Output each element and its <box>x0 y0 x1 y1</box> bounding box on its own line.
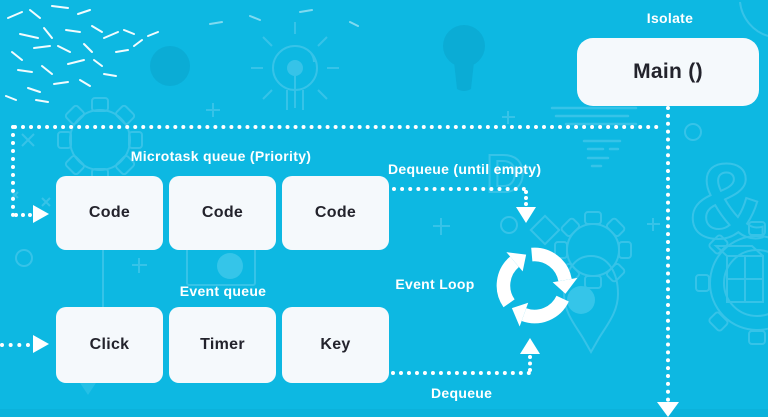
ampersand-decor: & <box>688 140 766 261</box>
plus-icon <box>206 103 220 117</box>
arrowhead-into-microtask <box>33 205 49 223</box>
flow-line-into-event-queue <box>0 343 30 347</box>
solid-lightbulb-decor <box>443 25 485 91</box>
microtask-item: Code <box>282 176 389 250</box>
arrowhead-to-event-loop-bottom <box>520 338 540 354</box>
plus-icon <box>132 258 147 273</box>
microtask-item: Code <box>56 176 163 250</box>
flow-line-main-down <box>666 106 670 402</box>
scratch-texture <box>5 5 359 103</box>
flow-line-dequeue-until-empty <box>392 187 526 191</box>
bottom-strip-decor <box>0 409 768 417</box>
main-function-box: Main () <box>577 38 759 106</box>
dequeue-label: Dequeue <box>431 385 493 401</box>
dequeue-until-empty-label: Dequeue (until empty) <box>388 161 542 177</box>
corner-arc-decor <box>739 1 768 37</box>
circle-decor <box>684 123 702 141</box>
event-queue-item: Click <box>56 307 163 383</box>
isolate-label: Isolate <box>646 10 694 26</box>
flow-line-main-to-left <box>13 125 659 129</box>
x-mark-decor <box>41 197 51 207</box>
flow-line-left-down <box>11 125 15 217</box>
flow-line-into-microtask <box>14 213 32 217</box>
arrowhead-to-event-loop-top <box>516 207 536 223</box>
microtask-queue-title: Microtask queue (Priority) <box>130 148 312 164</box>
arrowhead-into-event-queue <box>33 335 49 353</box>
solid-circle-decor <box>150 46 190 86</box>
event-queue-title: Event queue <box>179 283 267 299</box>
cycle-arrows-icon <box>496 247 578 327</box>
plus-icon <box>502 111 515 124</box>
solid-light-decor-group <box>80 253 595 395</box>
dash-lines-decor <box>550 106 638 168</box>
circle-decor <box>15 249 33 267</box>
flow-line-dequeue-until-empty-drop <box>524 190 528 206</box>
gear-window-icon <box>695 221 768 345</box>
event-loop-label: Event Loop <box>395 276 475 292</box>
arrowhead-main-down <box>657 402 679 417</box>
plus-icon <box>647 218 660 231</box>
outline-decor-group: D & <box>11 1 768 355</box>
lightbulb-icon <box>251 22 339 110</box>
flow-line-dequeue-rise <box>528 355 532 372</box>
plus-icon <box>433 218 450 235</box>
letter-d-decor: D <box>486 144 525 204</box>
flow-line-dequeue <box>391 371 531 375</box>
event-queue-item: Timer <box>169 307 276 383</box>
diamond-decor <box>529 214 561 246</box>
x-mark-decor <box>21 133 35 147</box>
circle-decor <box>500 216 518 234</box>
solid-dark-decor-group <box>150 25 485 91</box>
microtask-item: Code <box>169 176 276 250</box>
gear-icon <box>57 97 143 183</box>
event-queue-item: Key <box>282 307 389 383</box>
